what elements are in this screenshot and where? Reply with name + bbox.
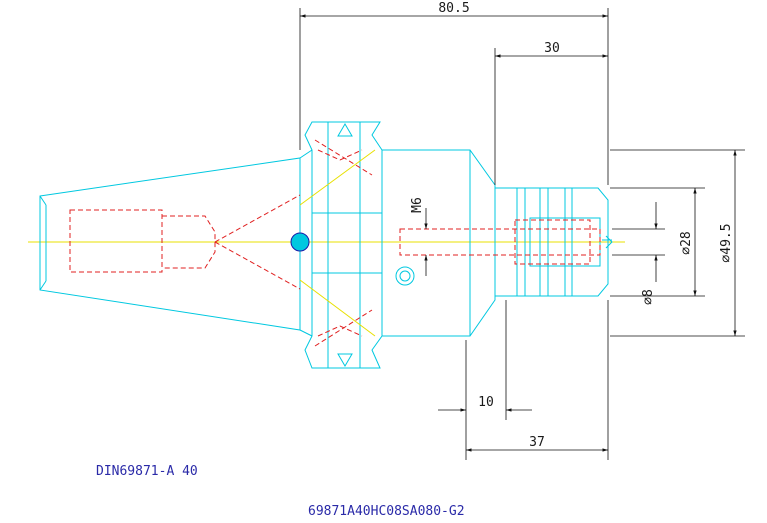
- shank-hidden-bore: [69, 194, 301, 290]
- taper-shank: [39, 157, 301, 331]
- holder-body: [382, 149, 496, 337]
- dim-outer-diameter: ⌀49.5: [719, 223, 734, 262]
- part-number: 69871A40HC08SA080-G2: [308, 504, 465, 519]
- dim-shank-step: 10: [478, 395, 494, 410]
- dimension-lines: [300, 14, 737, 452]
- standard-label: DIN69871-A 40: [96, 464, 198, 479]
- dim-thread: M6: [410, 197, 425, 213]
- dim-bore-diameter: ⌀28: [679, 231, 694, 254]
- dim-clamp-diameter: ⌀8: [641, 289, 656, 305]
- dim-collet-length: 30: [544, 41, 560, 56]
- dim-overall-length: 80.5: [438, 1, 469, 16]
- extension-lines: [299, 8, 745, 460]
- flange: [290, 121, 383, 369]
- dim-nose-length: 37: [529, 435, 545, 450]
- collet-nut: [399, 187, 613, 297]
